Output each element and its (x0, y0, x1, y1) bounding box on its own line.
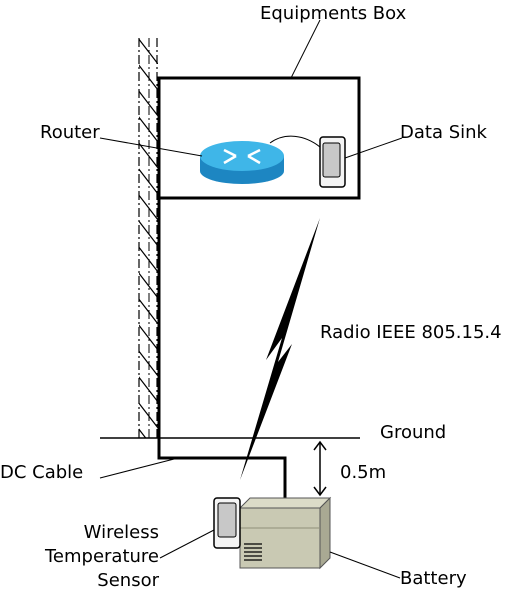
tower (138, 38, 158, 438)
distance-label: 0.5m (340, 462, 386, 483)
ground-label: Ground (380, 422, 446, 443)
leader-battery (329, 551, 401, 579)
router-icon (200, 141, 284, 184)
router-sink-link (269, 135, 321, 148)
battery-label: Battery (400, 568, 467, 589)
radio-link-bolt (240, 218, 320, 480)
battery-top (238, 497, 332, 509)
battery-icon (238, 496, 332, 570)
battery-body (239, 507, 321, 569)
leader-lines (99, 19, 403, 579)
data-sink-icon (319, 136, 346, 188)
equipments-box (157, 76, 361, 200)
temperature-sensor-icon (213, 497, 241, 549)
sensor-label-line1: Wireless (84, 522, 159, 543)
dc-cable-label: DC Cable (0, 462, 83, 483)
router-arrows (223, 148, 261, 165)
router-label: Router (40, 122, 100, 143)
leader-data-sink (344, 137, 403, 159)
sensor-label-line3: Sensor (97, 570, 159, 591)
leader-equipments-box (290, 19, 321, 79)
radio-label: Radio IEEE 805.15.4 (320, 322, 502, 343)
data-sink-screen (322, 142, 341, 178)
equipments-box-label: Equipments Box (260, 3, 407, 24)
sensor-screen (217, 502, 237, 538)
battery-vent (244, 543, 262, 561)
sensor-label-line2: Temperature (44, 546, 159, 567)
battery-side (319, 496, 331, 570)
router-top (200, 141, 284, 171)
distance-arrow (313, 440, 327, 497)
data-sink-label: Data Sink (400, 122, 488, 143)
leader-router (99, 137, 203, 157)
dc-cable-line (157, 198, 287, 498)
leader-sensor (159, 529, 215, 559)
leader-dc-cable (99, 457, 179, 479)
